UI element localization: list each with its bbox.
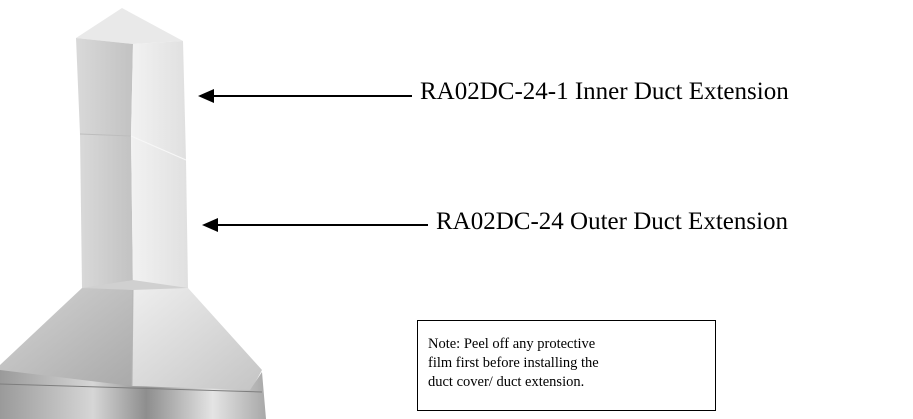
hood-canopy — [0, 280, 266, 419]
note-box: Note: Peel off any protective film first… — [417, 320, 716, 411]
inner-duct-right-face — [131, 41, 186, 160]
outer-duct-arrow — [202, 218, 428, 232]
hood-rim — [0, 370, 266, 419]
outer-duct-left-face — [80, 134, 133, 288]
hood-left-face — [0, 288, 133, 388]
note-text: Note: Peel off any protective film first… — [428, 336, 599, 390]
outer-duct-label: RA02DC-24 Outer Duct Extension — [436, 208, 789, 235]
inner-duct-extension — [76, 8, 186, 160]
inner-duct-arrow — [198, 89, 412, 103]
inner-duct-top-face — [76, 8, 183, 44]
outer-duct-extension — [79, 133, 188, 288]
outer-duct-right-face — [131, 136, 188, 288]
inner-duct-label: RA02DC-24-1 Inner Duct Extension — [420, 78, 789, 105]
hood-right-face — [132, 288, 262, 392]
inner-duct-left-face — [76, 38, 133, 136]
